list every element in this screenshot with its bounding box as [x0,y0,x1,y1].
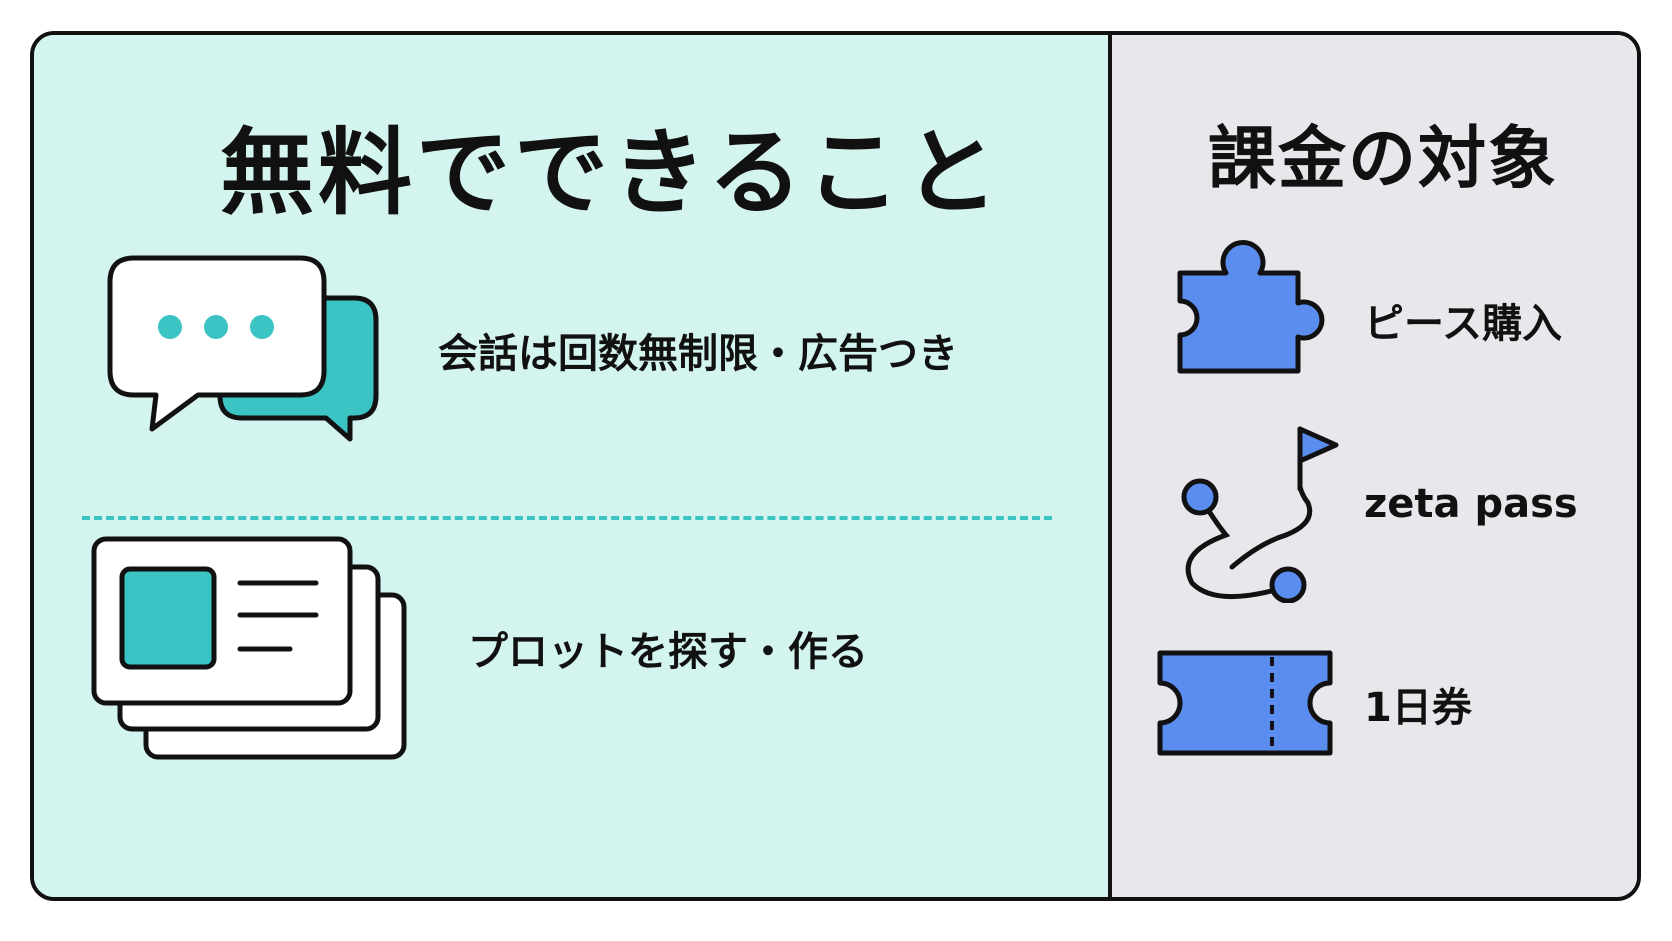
paid-panel-title: 課金の対象 [1208,120,1559,199]
paid-item-label-pass: zeta pass [1364,481,1578,527]
free-item-label-chat: 会話は回数無制限・広告つき [438,331,958,377]
ticket-icon [1157,650,1333,756]
route-flag-icon [1181,426,1339,603]
free-features-panel: 無料でできること 会話は回数無制限・広告つき プロットを探す・作る [34,35,1112,897]
paid-targets-panel: 課金の対象 ピース購入 zeta pass 1日券 [1112,35,1637,897]
chat-bubbles-icon [107,255,379,442]
free-panel-title: 無料でできること [220,119,1003,228]
comparison-card: 無料でできること 会話は回数無制限・広告つき プロットを探す・作る 課金の対象 [30,31,1641,901]
paid-item-label-dayticket: 1日券 [1364,685,1472,731]
dashed-divider [82,516,1052,520]
free-item-label-plot: プロットを探す・作る [468,629,868,675]
puzzle-piece-icon [1177,240,1325,374]
plot-cards-icon [91,536,407,760]
paid-item-label-pieces: ピース購入 [1364,301,1562,347]
